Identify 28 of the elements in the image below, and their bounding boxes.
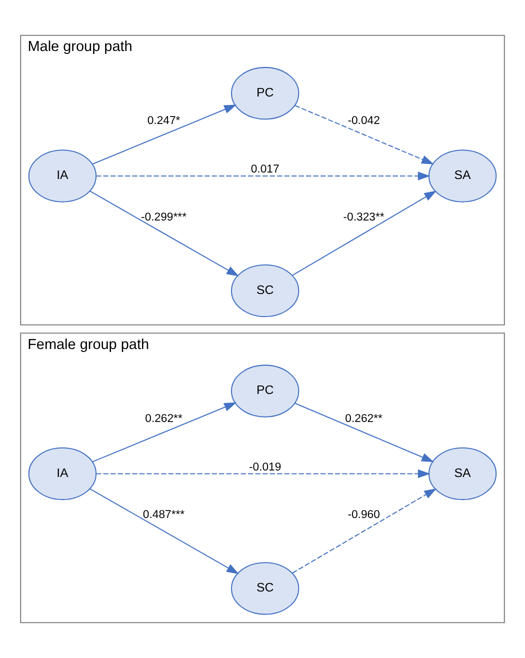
- arrow: [90, 190, 239, 276]
- edge-label: -0.299***: [141, 211, 187, 224]
- arrow: [292, 190, 437, 276]
- arrow: [92, 402, 237, 462]
- edge-label: -0.019: [248, 461, 282, 474]
- edge-label: -0.960: [348, 508, 380, 521]
- arrow: [96, 172, 430, 180]
- edge-label: -0.323**: [343, 211, 384, 224]
- arrow: [92, 104, 237, 164]
- node-ellipse: SC: [230, 264, 300, 318]
- node-ellipse: SC: [230, 562, 300, 615]
- arrow: [294, 402, 434, 462]
- arrow: [96, 469, 430, 478]
- edge-label: 0.262**: [345, 412, 382, 425]
- edge-label: 0.262**: [145, 412, 182, 425]
- node-ellipse: PC: [230, 66, 300, 120]
- arrow: [90, 488, 239, 574]
- node-ellipse: IA: [28, 150, 97, 202]
- arrow: [292, 488, 437, 574]
- edge-label: -0.042: [348, 115, 380, 128]
- edge-label: 0.487***: [142, 508, 185, 521]
- edge-label: 0.247*: [147, 115, 180, 128]
- node-ellipse: IA: [28, 447, 97, 500]
- node-ellipse: SA: [428, 447, 497, 500]
- node-ellipse: SA: [428, 150, 497, 202]
- arrow: [294, 105, 434, 164]
- edge-label: 0.017: [250, 164, 280, 176]
- node-ellipse: PC: [230, 364, 300, 418]
